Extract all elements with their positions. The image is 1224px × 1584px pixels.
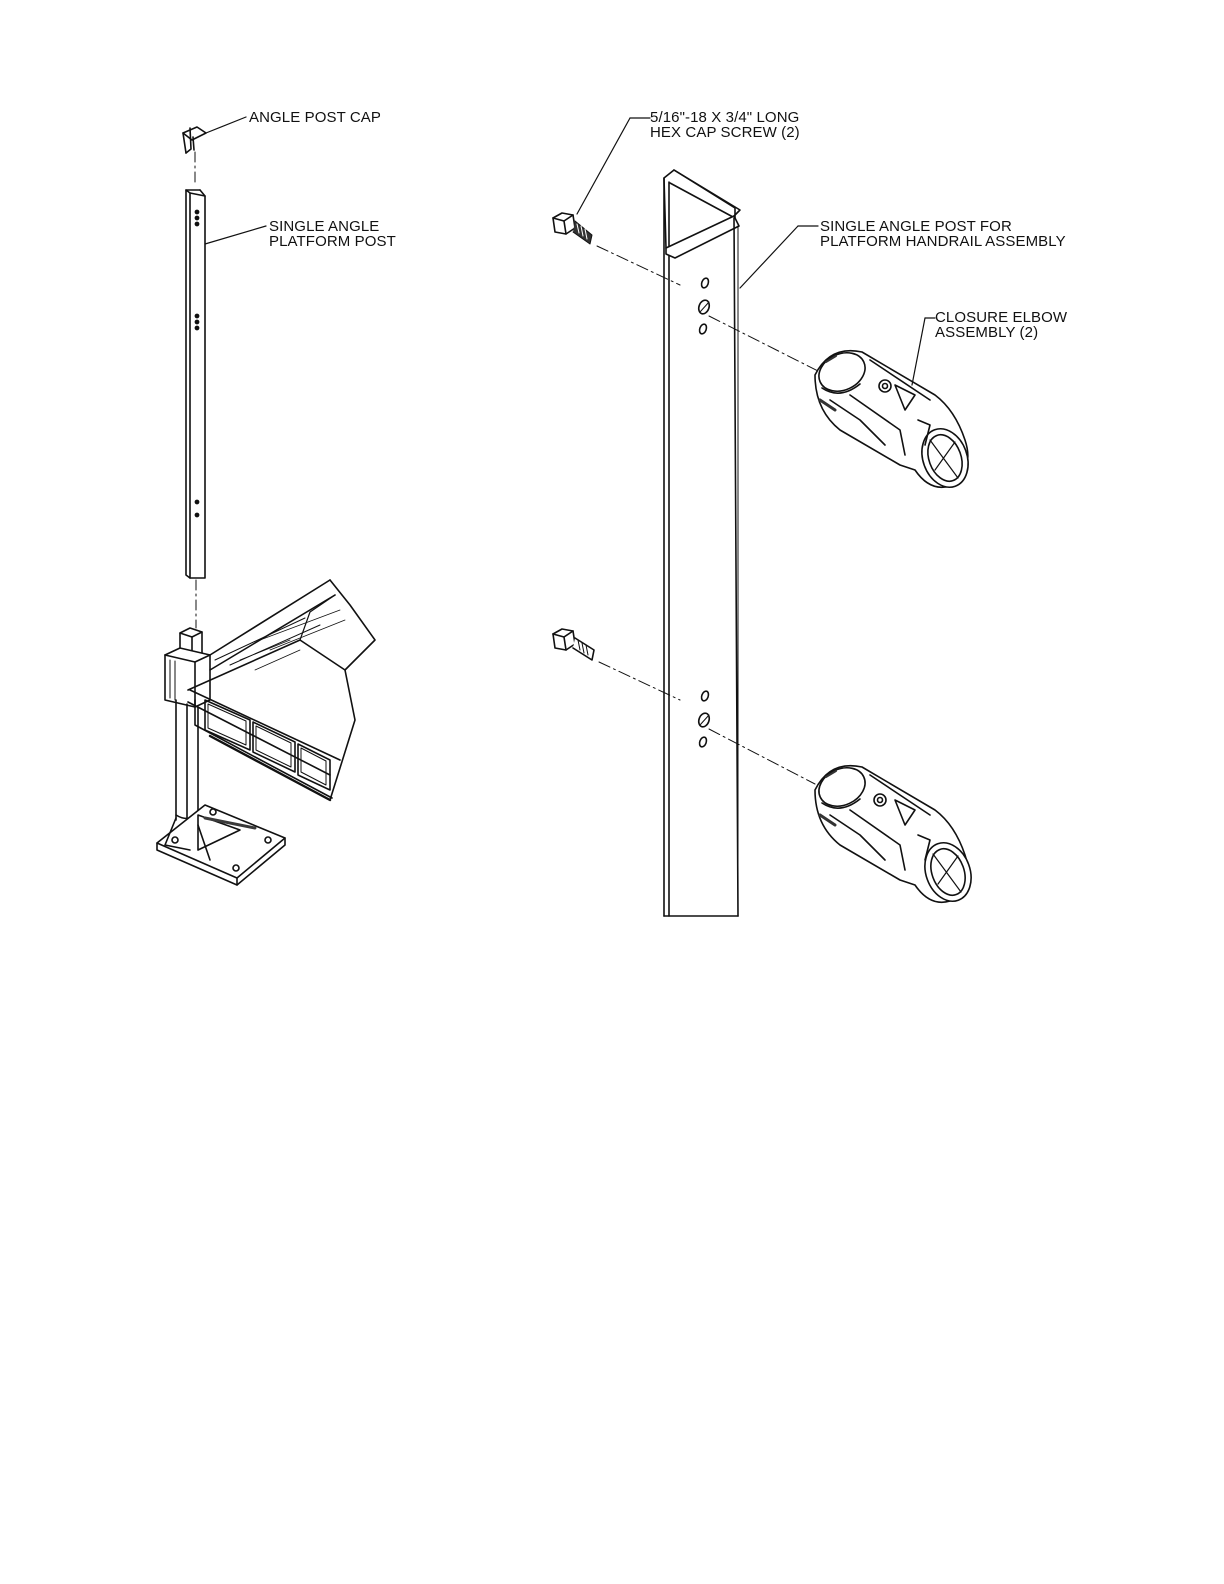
platform-base-assembly [157,580,375,885]
single-angle-platform-post-part [186,190,266,578]
hex-cap-screw-lower [553,629,594,660]
label-handrail-post-line1: SINGLE ANGLE POST FOR [820,219,1012,234]
closure-elbow-upper [813,318,976,494]
label-angle-post-cap: ANGLE POST CAP [249,110,381,125]
hex-cap-screw-upper [553,213,592,244]
label-single-angle-platform-post-line1: SINGLE ANGLE [269,219,379,234]
label-closure-elbow-line2: ASSEMBLY (2) [935,325,1038,340]
label-cap-screw-line1: 5/16"-18 X 3/4" LONG [650,110,799,125]
label-handrail-post-line2: PLATFORM HANDRAIL ASSEMBLY [820,234,1066,249]
label-closure-elbow-line1: CLOSURE ELBOW [935,310,1067,325]
label-cap-screw-line2: HEX CAP SCREW (2) [650,125,800,140]
single-angle-handrail-post [664,170,818,916]
angle-post-cap-part [183,117,246,153]
label-single-angle-platform-post-line2: PLATFORM POST [269,234,396,249]
closure-elbow-lower [813,761,979,908]
